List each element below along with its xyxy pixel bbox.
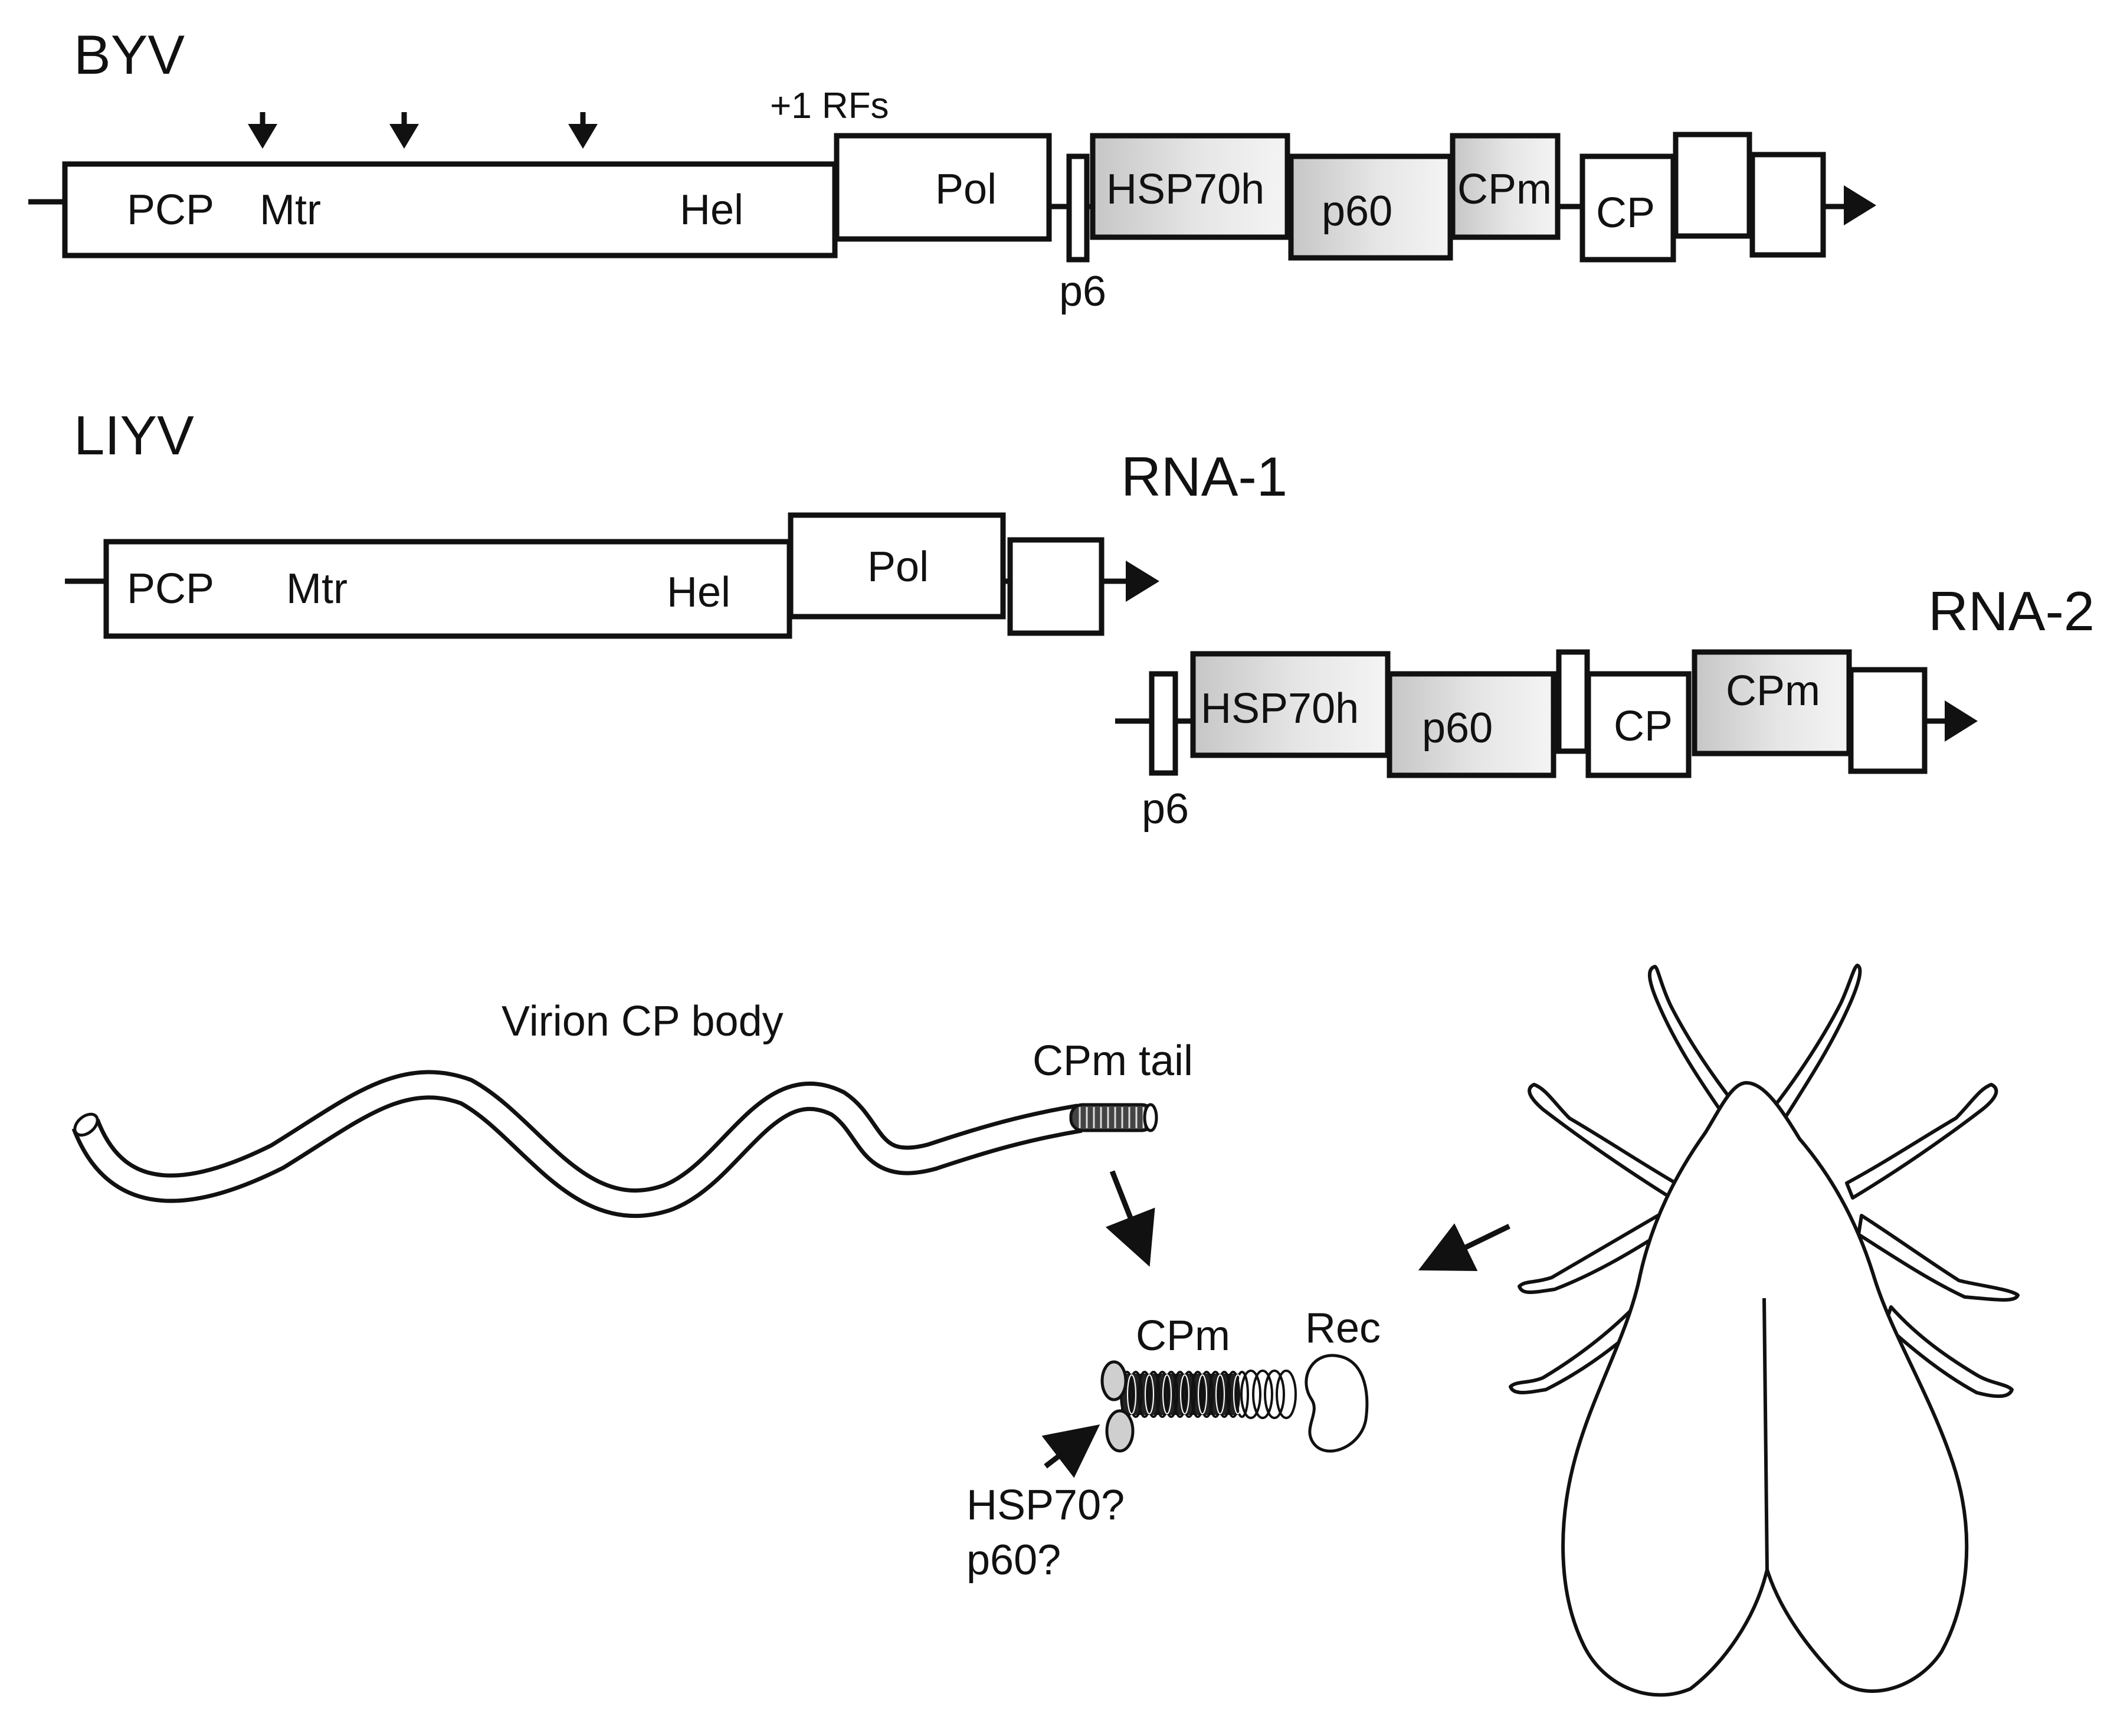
liyv-hel-label: Hel <box>667 569 730 616</box>
virion-illustration: Virion CP body CPm tail <box>71 998 1193 1267</box>
liyv-title: LIYV <box>74 404 194 466</box>
p60-question-label: p60? <box>966 1537 1061 1584</box>
liyv-cpm-box <box>1692 649 1852 756</box>
byv-site-arrow-3 <box>568 112 598 149</box>
liyv-pol-label: Pol <box>867 543 929 591</box>
liyv-pol-box <box>788 512 1006 620</box>
leg-front-left <box>1528 1083 1677 1200</box>
hsp70-question-label: HSP70? <box>966 1482 1125 1529</box>
liyv-orf1a-box <box>103 539 792 639</box>
p60-protein-blob <box>1105 1409 1135 1453</box>
virion-tail-label: CPm tail <box>1033 1037 1193 1085</box>
byv-pol-box <box>834 133 1052 242</box>
byv-hsp70h-label: HSP70h <box>1106 166 1264 213</box>
liyv-rna1-label: RNA-1 <box>1121 446 1287 507</box>
liyv-p60-label: p60 <box>1422 705 1493 752</box>
liyv-rna2-label: RNA-2 <box>1928 580 2095 642</box>
leg-mid-right <box>1857 1214 2020 1302</box>
liyv-cp-box <box>1585 671 1692 778</box>
byv-p6-label: p6 <box>1059 268 1106 315</box>
byv-p60-box <box>1288 153 1453 261</box>
cpm-receptor-complex: CPm Rec <box>966 1223 1510 1584</box>
byv-cpm-box <box>1450 133 1561 240</box>
byv-site-arrow-1 <box>248 112 277 149</box>
byv-hsp70h-box <box>1090 133 1290 240</box>
virion-body-end <box>73 1112 99 1137</box>
virion-body-label: Virion CP body <box>502 998 784 1045</box>
wing-division-line <box>1762 1298 1769 1570</box>
whitefly-silhouette-icon <box>1509 964 2020 1697</box>
byv-cp-box <box>1579 153 1676 263</box>
antenna-right <box>1771 964 1862 1120</box>
liyv-p60-box <box>1387 671 1556 778</box>
leg-mid-left <box>1518 1214 1663 1294</box>
liyv-rna1: PCP Mtr Hel Pol <box>65 512 1159 639</box>
liyv-p6-label: p6 <box>1142 785 1189 833</box>
byv-cp-label: CP <box>1596 189 1655 237</box>
hsp70-protein-blob <box>1100 1360 1128 1401</box>
hsp70-pointer-arrow <box>1041 1424 1100 1478</box>
liyv-cp-label: CP <box>1614 703 1673 750</box>
liyv-p6-box <box>1149 671 1178 776</box>
byv-hel-label: Hel <box>680 186 743 234</box>
liyv-genome-map: LIYV RNA-1 RNA-2 PCP Mtr Hel Pol p6 HSP7… <box>65 404 2095 833</box>
liyv-pcp-label: PCP <box>127 565 214 612</box>
liyv-mtr-label: Mtr <box>286 565 348 612</box>
byv-orf-box-p20 <box>1673 132 1752 239</box>
leg-hind-right <box>1883 1305 2014 1398</box>
virion-cpm-tail <box>1069 1103 1158 1132</box>
leg-front-right <box>1845 1083 1998 1200</box>
byv-title: BYV <box>74 24 185 86</box>
byv-site-arrow-2 <box>389 112 419 149</box>
byv-pol-label: Pol <box>935 166 997 213</box>
complex-rec-label: Rec <box>1305 1305 1381 1352</box>
liyv-rna1-orf-box <box>1007 537 1105 636</box>
byv-orf-box-p21 <box>1749 152 1826 258</box>
liyv-small-orf-box <box>1556 649 1590 754</box>
liyv-rna2: p6 HSP70h p60 CP CPm <box>1115 649 1978 833</box>
rna1-3prime-arrow <box>1126 561 1159 602</box>
insect-to-complex-arrow <box>1418 1223 1510 1272</box>
liyv-hsp70h-label: HSP70h <box>1201 685 1359 732</box>
byv-3prime-arrow <box>1844 185 1876 225</box>
liyv-rna2-orf-box <box>1848 667 1928 774</box>
byv-genome-map: BYV +1 RFs PCP Mtr Hel Pol p6 <box>28 24 1876 315</box>
byv-rfs-label: +1 RFs <box>770 86 889 126</box>
cpm-coil <box>1120 1370 1297 1419</box>
antenna-left <box>1647 965 1739 1120</box>
byv-cpm-label: CPm <box>1457 166 1552 213</box>
byv-pcp-label: PCP <box>127 186 214 234</box>
rna2-3prime-arrow <box>1945 700 1978 742</box>
receptor-shape <box>1305 1354 1369 1453</box>
byv-p6-box <box>1066 153 1090 263</box>
byv-p60-label: p60 <box>1322 188 1392 235</box>
tail-to-complex-arrow <box>1105 1170 1155 1267</box>
byv-mtr-label: Mtr <box>260 186 321 234</box>
complex-cpm-label: CPm <box>1136 1312 1230 1360</box>
liyv-cpm-label: CPm <box>1726 667 1820 715</box>
